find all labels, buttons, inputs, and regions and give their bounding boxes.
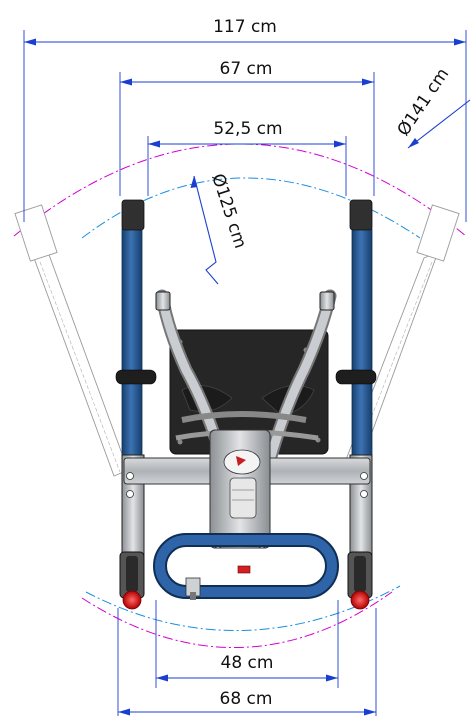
- dimension-label-inner-diameter: Ø125 cm: [207, 171, 250, 251]
- dimension-inner-span-bottom: 48 cm: [155, 600, 339, 688]
- right-wheel: [347, 551, 373, 610]
- right-leg: [335, 199, 377, 556]
- dimension-label-overall-width: 117 cm: [213, 17, 277, 37]
- dimension-overall-width: 117 cm: [23, 17, 467, 222]
- lift-frame: [123, 289, 371, 574]
- ghost-leg-left: [14, 204, 129, 477]
- dimension-outer-span-bottom: 68 cm: [117, 608, 377, 716]
- dimension-label-outer-diameter: Ø141 cm: [394, 65, 454, 140]
- dimension-label-leg-span-top: 67 cm: [220, 59, 273, 79]
- push-handle: [153, 533, 339, 600]
- left-wheel: [119, 551, 145, 610]
- dimension-label-inner-span-bottom: 48 cm: [221, 653, 274, 673]
- dimension-inner-span-top: 52,5 cm: [147, 119, 347, 196]
- dimension-label-outer-span-bottom: 68 cm: [220, 689, 273, 709]
- left-leg: [115, 199, 157, 556]
- dimension-label-inner-span-top: 52,5 cm: [213, 119, 282, 139]
- dimension-leg-span-top: 67 cm: [119, 59, 375, 196]
- dimension-outer-diameter: Ø141 cm: [394, 65, 471, 149]
- dimension-inner-diameter: Ø125 cm: [190, 171, 250, 285]
- arc-bottom: [81, 585, 401, 649]
